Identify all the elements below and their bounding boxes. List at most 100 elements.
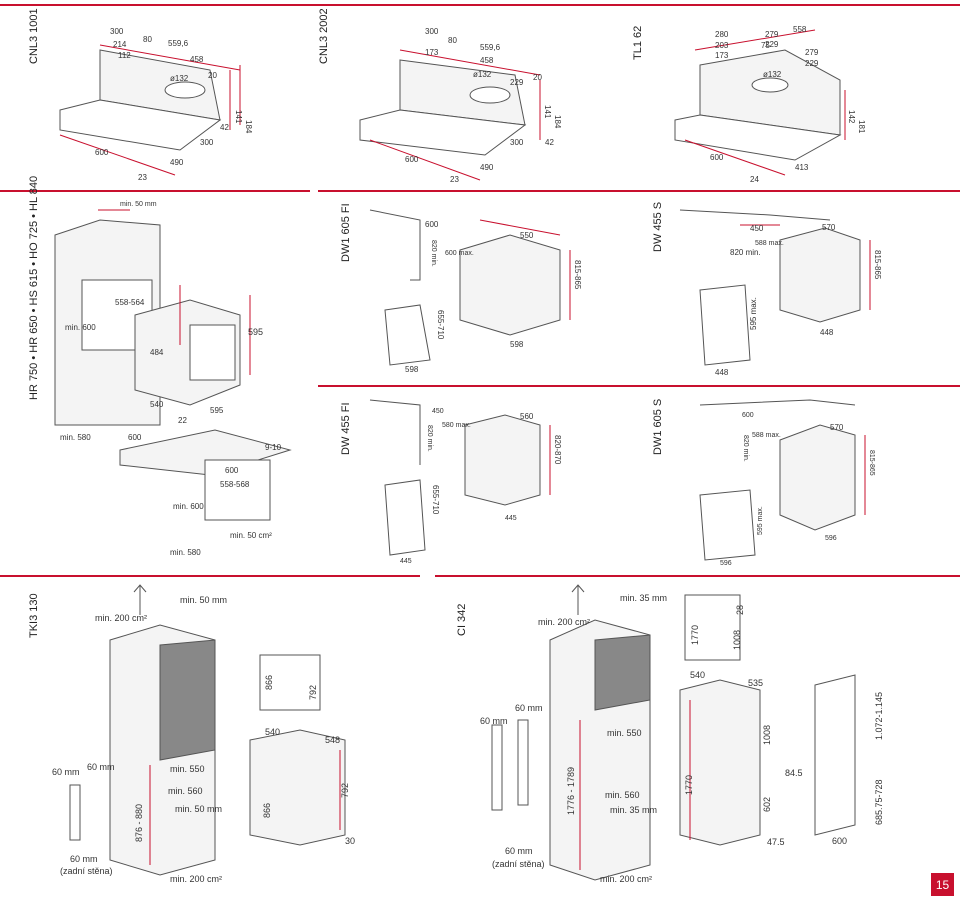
- dw1s-d600: 600: [742, 412, 754, 419]
- tki-d540: 540: [265, 727, 280, 737]
- diagram-cnl3-2002: 300 173 80 559,6 458 ø132 229 20 141 184…: [340, 10, 620, 185]
- dw1s-d596b: 596: [825, 535, 837, 542]
- cnl1-d23: 23: [138, 173, 147, 182]
- vent-panel-left: [491, 724, 503, 811]
- ci-d602: 602: [762, 797, 772, 812]
- diagram-dw1-605-s: 600 820 min. 588 max. 570 815-865 595 ma…: [670, 395, 955, 570]
- dw1s-d570: 570: [830, 423, 844, 432]
- tl-d600: 600: [710, 153, 724, 162]
- ci-d1008b: 1008: [762, 725, 772, 745]
- divider-row1: [0, 190, 310, 192]
- tl-d229b: 229: [805, 59, 819, 68]
- cnl1-d214: 214: [113, 40, 127, 49]
- diagram-tki3-130: min. 200 cm² min. 50 mm 60 mm 60 mm 60 m…: [40, 580, 420, 895]
- cnl2-d23: 23: [450, 175, 459, 184]
- ci-min560: min. 560: [605, 790, 640, 800]
- label-ci-342: CI 342: [456, 603, 468, 636]
- tl-d413: 413: [795, 163, 809, 172]
- cabinet-door: [594, 634, 651, 711]
- cnl2-d42: 42: [545, 138, 554, 147]
- dw-door: [699, 284, 751, 366]
- dw1s-d815: 815-865: [868, 450, 875, 476]
- dw455fi-d450: 450: [432, 408, 444, 415]
- ci-d1072: 1.072-1.145: [874, 692, 884, 740]
- dw-wall: [369, 209, 421, 281]
- ci-d28: 28: [735, 605, 745, 615]
- cnl2-d20: 20: [533, 73, 542, 82]
- diagram-oven: min. 50 mm 558-564 min. 600 484 595 540 …: [40, 195, 310, 570]
- dw1fi-d598b: 598: [510, 340, 524, 349]
- hood-base: [674, 114, 842, 161]
- tki-zadni: (zadní stěna): [60, 866, 113, 876]
- dw1fi-d600b: 600 max.: [445, 250, 474, 257]
- dw455s-d595: 595 max.: [749, 297, 758, 330]
- dw-door: [384, 304, 431, 366]
- tl-d142: 142: [847, 110, 856, 124]
- tl-d75: 75: [761, 41, 770, 50]
- air-arrow-top-icon: [571, 584, 585, 615]
- ci-zadni: (zadní stěna): [492, 859, 545, 869]
- ci-min550: min. 550: [607, 728, 642, 738]
- oven-min600: min. 600: [65, 323, 96, 332]
- label-cnl3-2002: CNL3 2002: [318, 8, 330, 64]
- ci-d60b: 60 mm: [515, 703, 543, 713]
- divider-top: [0, 4, 960, 6]
- oven-d600b: 600: [225, 466, 239, 475]
- divider-row1b: [318, 190, 960, 192]
- tki-d548: 548: [325, 735, 340, 745]
- tki-d60a: 60 mm: [52, 767, 80, 777]
- cnl2-d229: 229: [510, 78, 524, 87]
- tl-d229: 229: [765, 40, 779, 49]
- tl-d280: 280: [715, 30, 729, 39]
- ci-d685: 685.75-728: [874, 779, 884, 825]
- detail-box: [684, 594, 741, 661]
- cabinet-door: [159, 639, 216, 761]
- dw-wall: [699, 399, 856, 406]
- cnl1-d132: ø132: [170, 74, 189, 83]
- oven-min50cm: min. 50 cm²: [230, 531, 272, 540]
- tl-d558: 558: [793, 25, 807, 34]
- ci-d60a: 60 mm: [480, 716, 508, 726]
- cnl1-d490: 490: [170, 158, 184, 167]
- cnl1-d184: 184: [244, 120, 253, 134]
- dw455fi-d655: 655-710: [431, 485, 440, 515]
- ci-d1770: 1770: [690, 625, 700, 645]
- ci-d60c: 60 mm: [505, 846, 533, 856]
- dw455fi-d580: 580 max.: [442, 422, 471, 429]
- label-tl1-62: TL1 62: [632, 25, 644, 60]
- cnl1-d559: 559,6: [168, 39, 189, 48]
- cnl2-d600: 600: [405, 155, 419, 164]
- tki-d60b: 60 mm: [87, 762, 115, 772]
- oven-d595b: 595: [210, 406, 224, 415]
- air-arrow-top-icon: [133, 584, 147, 615]
- label-tki3-130: TKI3 130: [28, 593, 40, 638]
- tki-min50b: min. 50 mm: [175, 804, 222, 814]
- cnl2-d458: 458: [480, 56, 494, 65]
- ci-d84: 84.5: [785, 768, 803, 778]
- diagram-cnl3-1001: 300 214 112 80 559,6 458 ø132 20 141 184…: [40, 10, 310, 185]
- divider-mid: [318, 385, 960, 387]
- tki-d60c: 60 mm: [70, 854, 98, 864]
- tl-d203: 203: [715, 41, 729, 50]
- dw-door: [699, 489, 756, 561]
- dw1fi-d550: 550: [520, 231, 534, 240]
- tl-d181: 181: [857, 120, 866, 134]
- cnl2-d559: 559,6: [480, 43, 501, 52]
- dw455s-d588: 588 max.: [755, 240, 784, 247]
- dw1fi-d600: 600: [425, 220, 439, 229]
- hood-base: [59, 99, 222, 151]
- cnl1-d80: 80: [143, 35, 152, 44]
- dw-wall: [679, 209, 831, 221]
- oven-d9-10: 9-10: [265, 443, 282, 452]
- page-number-badge: 15: [931, 873, 954, 896]
- ci-d1008: 1008: [732, 630, 742, 650]
- dw-door: [384, 479, 426, 556]
- dw455s-d450: 450: [750, 224, 764, 233]
- dw455fi-d820b: 820-870: [553, 435, 562, 465]
- vent-panel: [69, 784, 81, 841]
- dw1s-d820: 820 min.: [742, 435, 749, 462]
- oven-under: [204, 459, 271, 521]
- oven-d558b: 558-568: [220, 480, 250, 489]
- label-cnl3-1001: CNL3 1001: [28, 8, 40, 64]
- cnl1-d458: 458: [190, 55, 204, 64]
